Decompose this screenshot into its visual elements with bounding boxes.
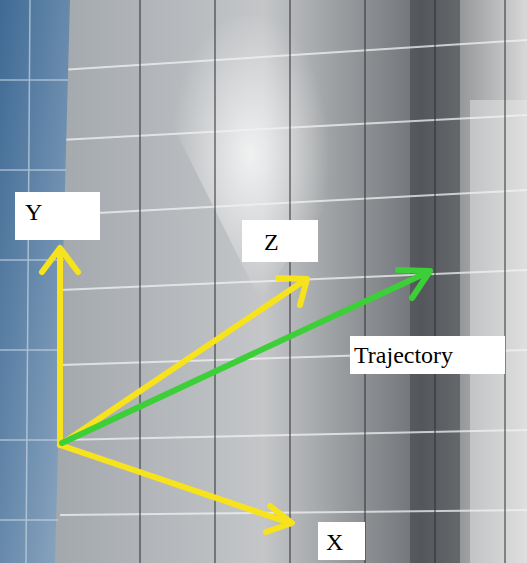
axis-label: X (326, 528, 365, 556)
axis-label: Z (264, 228, 318, 256)
axis-label-box: Y (15, 192, 100, 240)
axis-label-box: X (318, 522, 365, 560)
y-axis-arrow (42, 248, 78, 445)
trajectory-label: Trajectory (354, 341, 505, 369)
x-axis-arrow (60, 445, 292, 532)
trajectory-label-box: Trajectory (350, 336, 505, 374)
axis-label-box: Z (242, 220, 318, 262)
z-axis-arrow (60, 278, 307, 445)
axis-label: Y (25, 198, 100, 226)
